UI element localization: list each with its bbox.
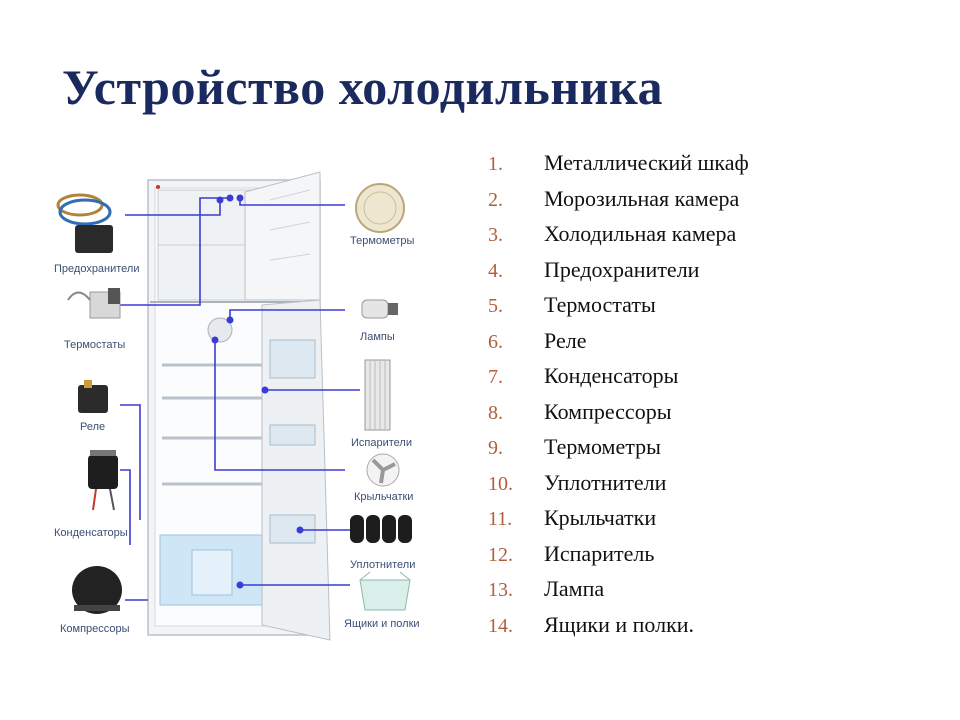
list-item-text: Металлический шкаф [544, 150, 749, 175]
label-thermostats: Термостаты [64, 339, 125, 351]
list-item-number: 9. [488, 437, 503, 459]
label-compressors: Компрессоры [60, 623, 130, 635]
list-item-text: Ящики и полки. [544, 611, 695, 637]
fridge-illustration [147, 171, 331, 641]
label-drawers: Ящики и полки [344, 618, 420, 630]
list-item: 8. Компрессоры [488, 399, 749, 435]
list-item-text: Конденсаторы [544, 363, 679, 388]
list-item-text: Лампа [544, 576, 605, 601]
list-item-text: Морозильная камера [544, 185, 740, 211]
list-item: 10. Уплотнители [488, 470, 749, 506]
label-thermometers: Термометры [350, 235, 414, 247]
list-item-number: 7. [488, 366, 503, 388]
drawers-icon [359, 571, 411, 611]
list-item-number: 2. [488, 188, 503, 211]
fuses-icon [56, 193, 113, 253]
list-item-number: 5. [488, 295, 503, 317]
compressors-icon [72, 566, 122, 614]
list-item: 1. Металлический шкаф [488, 150, 749, 186]
list-item: 9. Термометры [488, 434, 749, 470]
list-item: 13. Лампа [488, 576, 749, 612]
list-item: 7. Конденсаторы [488, 363, 749, 399]
list-item: 6. Реле [488, 328, 749, 364]
list-item: 3. Холодильная камера [488, 221, 749, 257]
list-item-text: Холодильная камера [544, 221, 737, 246]
list-item-number: 3. [488, 224, 503, 246]
list-item-number: 4. [488, 259, 503, 282]
list-item-number: 11. [488, 508, 513, 530]
label-capacitors: Конденсаторы [54, 527, 128, 539]
list-item-number: 1. [488, 153, 503, 175]
page-title: Устройство холодильника [62, 59, 664, 115]
label-fuses: Предохранители [54, 263, 140, 275]
list-item: 5. Термостаты [488, 292, 749, 328]
list-item-text: Крыльчатки [544, 505, 657, 530]
list-item: 12. Испаритель [488, 541, 749, 577]
label-lamps: Лампы [360, 331, 395, 343]
label-seals: Уплотнители [350, 559, 415, 571]
list-item: 11. Крыльчатки [488, 505, 749, 541]
label-impellers: Крыльчатки [354, 491, 413, 503]
seals-icon [350, 515, 412, 543]
list-item-number: 12. [488, 543, 513, 566]
list-item: 14. Ящики и полки. [488, 612, 749, 648]
evaporators-icon [364, 359, 391, 431]
thermometers-icon [355, 183, 405, 233]
list-item-number: 14. [488, 614, 513, 637]
thermostats-icon [67, 288, 121, 319]
list-item-text: Компрессоры [544, 398, 672, 424]
lamps-icon [361, 299, 398, 319]
label-relay: Реле [80, 421, 105, 433]
list-item-number: 6. [488, 330, 503, 353]
list-item-text: Уплотнители [544, 469, 667, 495]
list-item-text: Термометры [544, 434, 661, 459]
components-list: 1. Металлический шкаф 2. Морозильная камер… [488, 150, 749, 647]
list-item-text: Термостаты [544, 292, 656, 317]
impellers-icon [366, 453, 400, 487]
list-item: 4. Предохранители [488, 257, 749, 293]
list-item-number: 10. [488, 472, 513, 495]
relay-icon [78, 380, 108, 413]
list-item-number: 8. [488, 401, 503, 424]
list-item-text: Испаритель [544, 540, 655, 566]
list-item-number: 13. [488, 579, 513, 601]
list-item-text: Реле [544, 327, 587, 353]
list-item: 2. Морозильная камера [488, 186, 749, 222]
list-item-text: Предохранители [544, 256, 700, 282]
label-evaporators: Испарители [351, 437, 412, 449]
connector-dots [211, 194, 304, 589]
capacitors-icon [88, 450, 118, 511]
